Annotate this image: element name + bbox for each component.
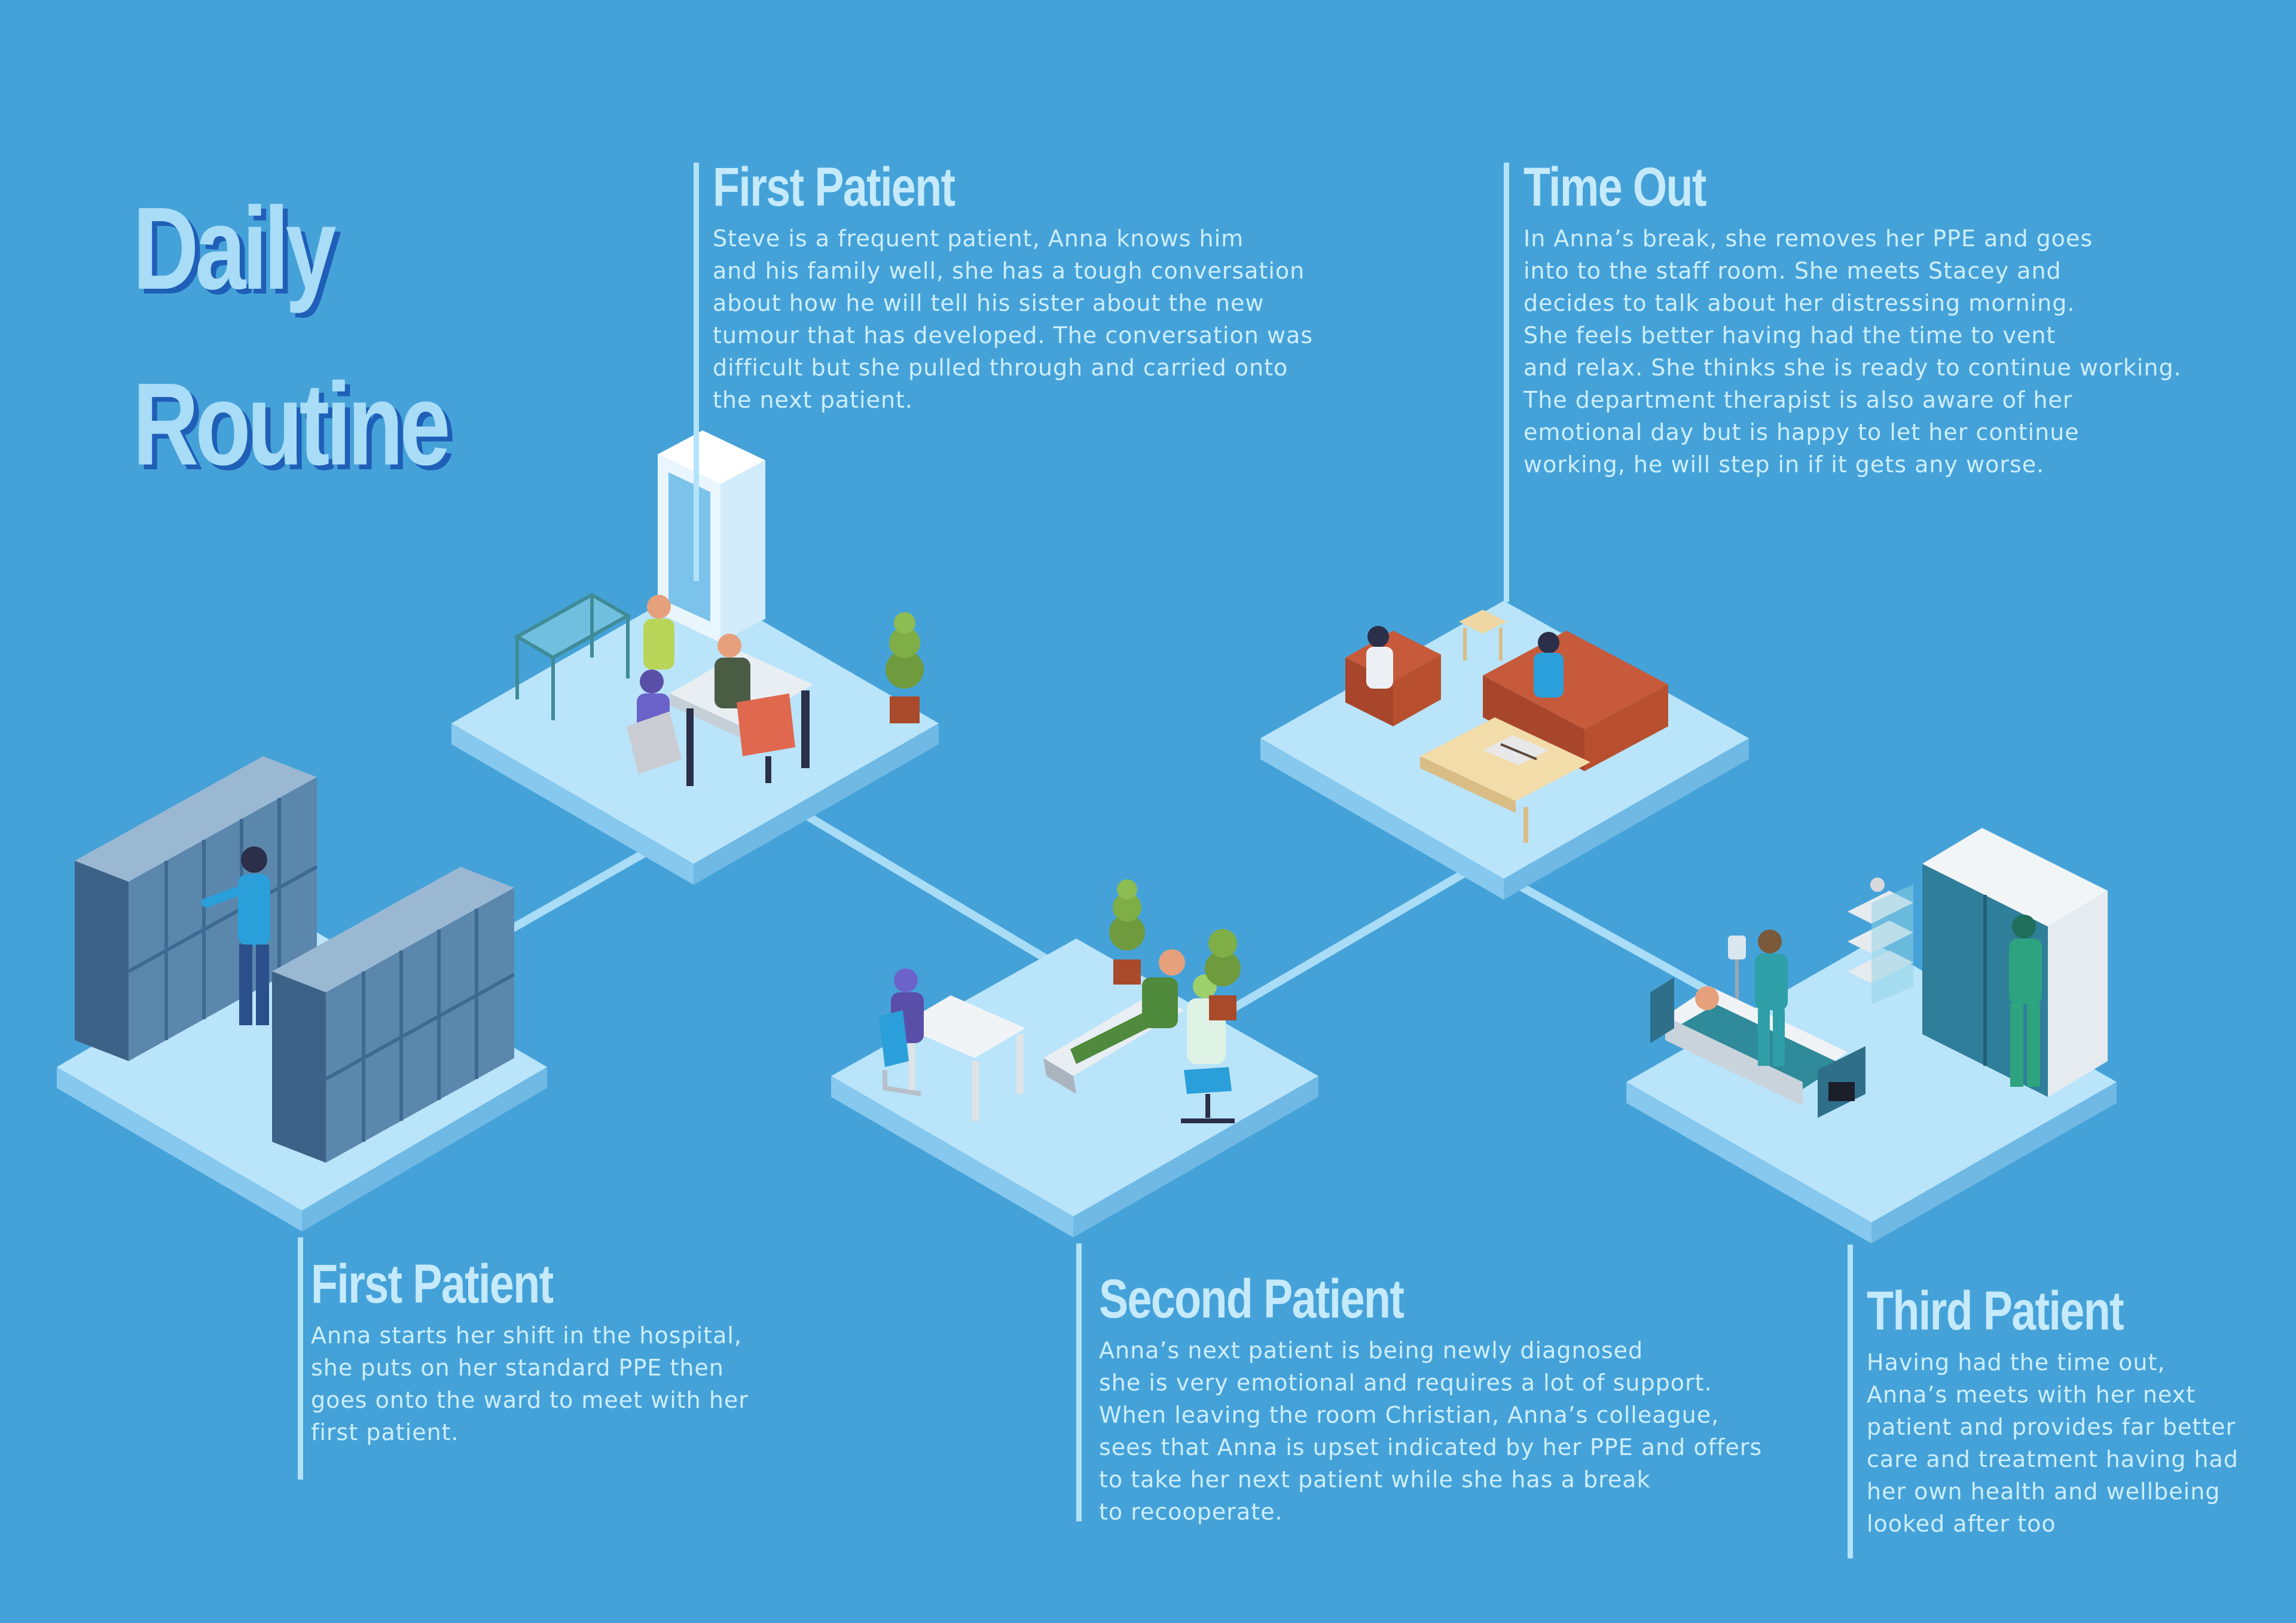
patient-figure-icon [2009, 915, 2042, 1087]
stage-description: Having had the time out, Anna’s meets wi… [1867, 1346, 2239, 1540]
locker-room-tile [57, 756, 547, 1231]
stage-time-out: Time Out In Anna’s break, she removes he… [1523, 158, 2182, 481]
side-table-icon [1459, 610, 1507, 661]
callout-line-1 [298, 1237, 303, 1480]
stage-line: Anna’s next patient is being newly diagn… [1099, 1337, 1644, 1364]
stage-line: In Anna’s break, she removes her PPE and… [1523, 225, 2093, 252]
stage-line: about how he will tell his sister about … [713, 289, 1265, 316]
stage-description: Anna’s next patient is being newly diagn… [1099, 1334, 1762, 1528]
stage-line: and his family well, she has a tough con… [713, 257, 1305, 284]
stage-heading: First Patient [713, 157, 955, 218]
stage-third-patient: Third Patient Having had the time out, A… [1867, 1282, 2239, 1540]
callout-line-5 [1848, 1245, 1853, 1558]
stage-second-patient: Second Patient Anna’s next patient is be… [1099, 1270, 1762, 1528]
stage-line: looked after too [1867, 1510, 2056, 1537]
stage-line: into to the staff room. She meets Stacey… [1523, 257, 2062, 284]
ward-room-tile [1626, 828, 2117, 1243]
stage-heading: Third Patient [1867, 1280, 2124, 1341]
stage-line: emotional day but is happy to let her co… [1523, 418, 2080, 445]
office-chair-icon [737, 693, 795, 783]
stage-heading: Second Patient [1099, 1269, 1405, 1329]
stage-line: care and treatment having had [1867, 1445, 2239, 1472]
office-chair-icon [879, 1010, 921, 1096]
book-icon [1483, 735, 1549, 765]
connector-2-3 [803, 812, 1057, 967]
stage-line: working, he will step in if it gets any … [1523, 451, 2045, 478]
patient-figure-icon [637, 595, 750, 744]
treatment-room-tile [831, 879, 1318, 1237]
stage-line: to take her next patient while she has a… [1099, 1466, 1651, 1493]
callout-line-2 [694, 163, 699, 581]
nurse-figure-icon [1755, 930, 1788, 1066]
trolley-icon [513, 592, 632, 720]
desk-icon [900, 995, 1025, 1121]
medicine-cabinet-icon [658, 430, 765, 643]
connector-4-5 [1503, 875, 1726, 1002]
stage-heading: First Patient [311, 1254, 554, 1315]
stage-description: In Anna’s break, she removes her PPE and… [1523, 222, 2182, 481]
stage-line: The department therapist is also aware o… [1523, 386, 2073, 413]
stage-line: Anna’s meets with her next [1867, 1381, 2196, 1408]
shelf-icon [1848, 878, 1913, 1004]
plant-icon [1205, 929, 1241, 1020]
stage-line: to recooperate. [1099, 1498, 1283, 1525]
stage-line: the next patient. [713, 386, 914, 413]
hospital-bed-icon [1650, 977, 1866, 1118]
callout-line-4 [1504, 163, 1509, 602]
stage-description: Anna starts her shift in the hospital, s… [311, 1319, 749, 1448]
plant-icon [886, 612, 924, 723]
stage-line: patient and provides far better [1867, 1413, 2236, 1440]
stage-line: Anna starts her shift in the hospital, [311, 1322, 742, 1349]
locker-bank-icon [75, 756, 515, 1163]
stage-first-patient-arrival: First Patient Anna starts her shift in t… [311, 1255, 749, 1448]
stage-line: Having had the time out, [1867, 1349, 2166, 1376]
stage-line: sees that Anna is upset indicated by her… [1099, 1434, 1763, 1460]
page-title-line-2: Routine [133, 359, 451, 490]
stage-line: she puts on her standard PPE then [311, 1354, 724, 1381]
staff-room-tile [1260, 601, 1749, 900]
armchair-icon [1345, 626, 1441, 726]
stage-line: She feels better having had the time to … [1523, 322, 2056, 349]
plant-icon [1109, 879, 1145, 985]
page-title-line-1: Daily [133, 183, 336, 314]
stage-line: her own health and wellbeing [1867, 1478, 2221, 1505]
stage-line: When leaving the room Christian, Anna’s … [1099, 1401, 1720, 1428]
stage-heading: Time Out [1523, 157, 1706, 218]
nurse-figure-icon [201, 846, 270, 1025]
callout-line-3 [1076, 1243, 1082, 1521]
sofa-icon [1483, 631, 1668, 771]
stage-line: Steve is a frequent patient, Anna knows … [713, 225, 1244, 252]
stage-line: goes onto the ward to meet with her [311, 1386, 749, 1413]
stage-line: she is very emotional and requires a lot… [1099, 1369, 1712, 1396]
stage-line: difficult but she pulled through and car… [713, 354, 1289, 381]
stage-line: decides to talk about her distressing mo… [1523, 289, 2075, 316]
visitor-chair-icon [627, 711, 682, 774]
treatment-chair-icon [1043, 949, 1185, 1094]
stage-first-patient-steve: First Patient Steve is a frequent patien… [713, 158, 1313, 416]
stage-line: tumour that has developed. The conversat… [713, 322, 1314, 349]
stage-line: and relax. She thinks she is ready to co… [1523, 354, 2182, 381]
consultation-room-tile [451, 430, 939, 885]
stage-description: Steve is a frequent patient, Anna knows … [713, 222, 1313, 416]
stage-line: first patient. [311, 1419, 459, 1445]
